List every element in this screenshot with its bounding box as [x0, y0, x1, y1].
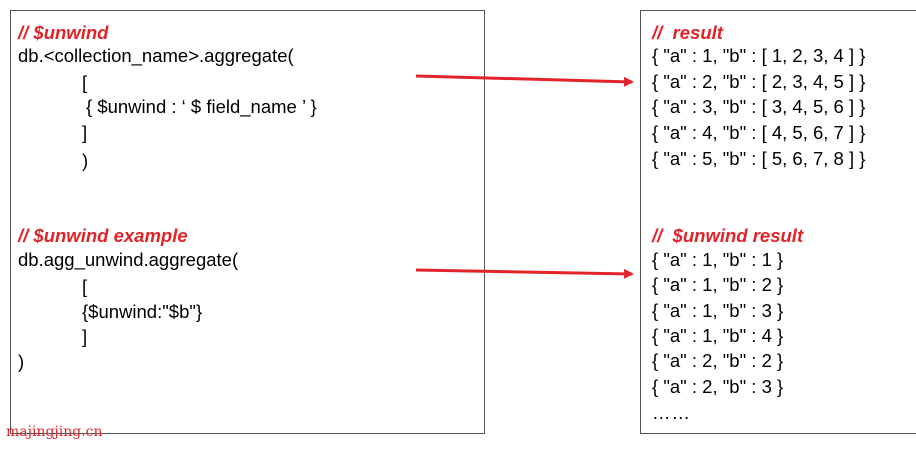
- code-line-unwind-stage: { $unwind : ‘ $ field_name ’ }: [86, 96, 317, 117]
- result-row-1: { "a" : 1, "b" : [ 1, 2, 3, 4 ] }: [652, 45, 866, 66]
- code-line-open-bracket: [: [82, 72, 88, 93]
- result-row-4: { "a" : 4, "b" : [ 4, 5, 6, 7 ] }: [652, 122, 866, 143]
- code-line-aggregate: db.<collection_name>.aggregate(: [18, 45, 294, 66]
- query-panel: [10, 10, 485, 434]
- unwind-row-2: { "a" : 1, "b" : 2 }: [652, 274, 784, 295]
- result-panel: [640, 10, 916, 434]
- code-line-close-bracket-2: ]: [82, 326, 88, 347]
- code-line-close-paren: ): [82, 150, 89, 171]
- unwind-row-6: { "a" : 2, "b" : 3 }: [652, 376, 784, 397]
- result-row-5: { "a" : 5, "b" : [ 5, 6, 7, 8 ] }: [652, 148, 866, 169]
- unwind-row-1: { "a" : 1, "b" : 1 }: [652, 249, 784, 270]
- comment-result: // result: [652, 22, 723, 43]
- code-line-agg-unwind: db.agg_unwind.aggregate(: [18, 249, 239, 270]
- comment-unwind-syntax: // $unwind: [18, 22, 109, 43]
- code-line-unwind-b: {$unwind:"$b"}: [82, 301, 203, 322]
- unwind-row-3: { "a" : 1, "b" : 3 }: [652, 300, 784, 321]
- code-line-close-paren-2: ): [18, 351, 25, 372]
- arrow-example-to-result: [415, 268, 634, 279]
- unwind-row-5: { "a" : 2, "b" : 2 }: [652, 350, 784, 371]
- result-row-2: { "a" : 2, "b" : [ 2, 3, 4, 5 ] }: [652, 71, 866, 92]
- code-line-close-bracket: ]: [82, 122, 88, 143]
- ellipsis: ……: [652, 402, 691, 423]
- unwind-row-4: { "a" : 1, "b" : 4 }: [652, 325, 784, 346]
- arrow-syntax-to-result: [415, 74, 634, 87]
- code-line-open-bracket-2: [: [82, 276, 88, 297]
- result-row-3: { "a" : 3, "b" : [ 3, 4, 5, 6 ] }: [652, 96, 866, 117]
- comment-unwind-example: // $unwind example: [18, 225, 188, 246]
- watermark: majingjing.cn: [6, 424, 103, 440]
- comment-unwind-result: // $unwind result: [652, 225, 804, 246]
